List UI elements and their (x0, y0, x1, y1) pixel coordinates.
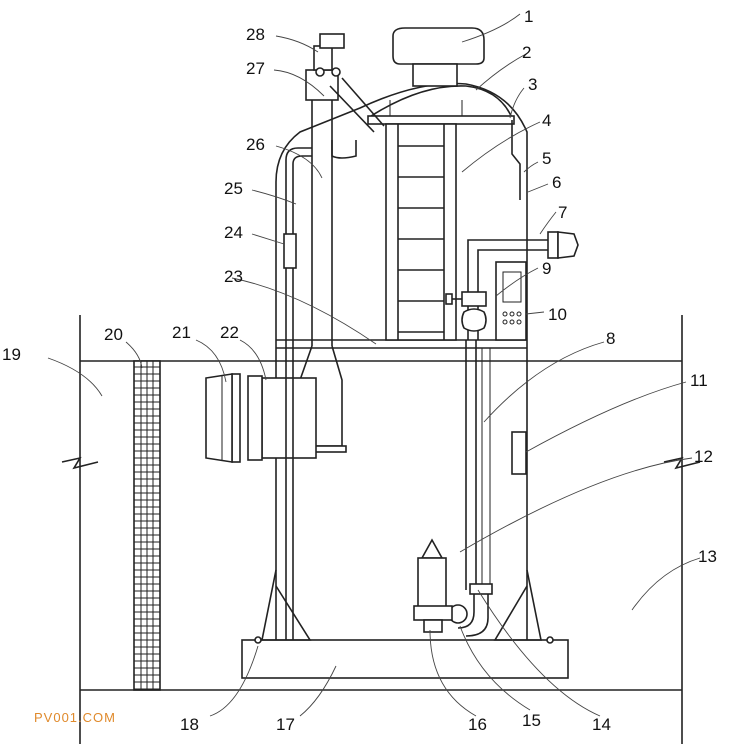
top-valve (305, 33, 385, 159)
label-15: 15 (522, 711, 541, 730)
base-plate (241, 639, 569, 679)
label-23: 23 (224, 267, 243, 286)
inlet-pipe (205, 373, 317, 463)
label-11: 11 (690, 371, 708, 390)
pipe-elbow (448, 583, 493, 637)
label-7: 7 (558, 203, 567, 222)
riser-pipes (465, 340, 491, 590)
label-22: 22 (220, 323, 239, 342)
label-5: 5 (542, 149, 551, 168)
control-panel (495, 261, 527, 341)
label-21: 21 (172, 323, 191, 342)
label-16: 16 (468, 715, 487, 734)
label-27: 27 (246, 59, 265, 78)
ladder (385, 123, 457, 341)
label-8: 8 (606, 329, 615, 348)
submersible-pump (413, 538, 453, 633)
vent-cap (392, 27, 485, 87)
label-1: 1 (524, 7, 533, 26)
label-13: 13 (698, 547, 717, 566)
label-19: 19 (2, 345, 21, 364)
label-17: 17 (276, 715, 295, 734)
label-20: 20 (104, 325, 123, 344)
discharge-pipe (467, 231, 579, 340)
label-24: 24 (224, 223, 243, 242)
junction-box-right (511, 431, 527, 475)
junction-box-left (283, 233, 297, 269)
leader-lines (47, 13, 701, 717)
label-18: 18 (180, 715, 199, 734)
label-9: 9 (542, 259, 551, 278)
label-2: 2 (522, 43, 531, 62)
check-valve (445, 291, 487, 332)
label-3: 3 (528, 75, 537, 94)
label-12: 12 (694, 447, 713, 466)
label-26: 26 (246, 135, 265, 154)
part-labels: 1 2 3 4 5 6 7 8 9 10 11 12 13 14 15 16 1… (2, 7, 717, 734)
label-4: 4 (542, 111, 551, 130)
right-handrail (511, 120, 521, 200)
label-25: 25 (224, 179, 243, 198)
anchor-bolt-right (546, 636, 554, 644)
label-28: 28 (246, 25, 265, 44)
dome-lid (367, 85, 515, 125)
anchor-bolt-left (254, 636, 262, 644)
pit-walls (61, 315, 701, 744)
watermark: PV001.COM (34, 710, 116, 725)
grille (133, 360, 161, 691)
label-10: 10 (548, 305, 567, 324)
cable-conduit (285, 147, 312, 640)
label-14: 14 (592, 715, 611, 734)
label-6: 6 (552, 173, 561, 192)
